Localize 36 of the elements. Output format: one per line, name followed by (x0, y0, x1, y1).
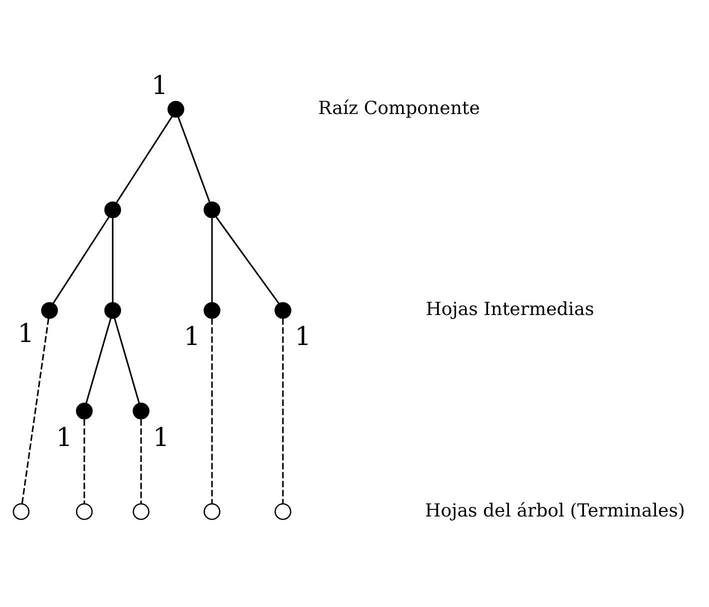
node-label: 1 (152, 422, 170, 452)
connector (114, 317, 140, 403)
label: Hojas Intermedias (426, 298, 594, 320)
node-circle (274, 502, 292, 520)
connector (116, 115, 173, 203)
node-label: 1 (184, 321, 200, 352)
label: Raíz Componente (318, 98, 480, 119)
connector (178, 116, 210, 202)
node-circle (41, 302, 58, 318)
node-circle (204, 302, 220, 318)
connector (84, 418, 86, 504)
node-circle (168, 100, 184, 118)
node-circle (104, 302, 122, 318)
node-label: 1 (152, 70, 168, 100)
node-circle (274, 302, 292, 318)
connector (211, 318, 213, 503)
connector (112, 218, 114, 302)
connector (216, 216, 280, 304)
node-circle (132, 502, 150, 520)
node-circle (76, 502, 93, 520)
node-circle (76, 402, 93, 419)
label: Hojas del árbol (Terminales) (425, 500, 686, 521)
connector (282, 318, 284, 503)
connector (52, 216, 110, 304)
connector (86, 317, 112, 403)
connector (21, 318, 50, 504)
node-label: 1 (56, 422, 72, 452)
connector (140, 418, 142, 504)
node-circle (12, 502, 30, 520)
node-circle (204, 200, 220, 218)
node-circle (204, 502, 220, 520)
node-label: 1 (18, 318, 34, 348)
node-circle (132, 402, 150, 419)
node-label: 1 (294, 321, 312, 352)
connector (211, 218, 213, 302)
node-circle (104, 200, 122, 218)
